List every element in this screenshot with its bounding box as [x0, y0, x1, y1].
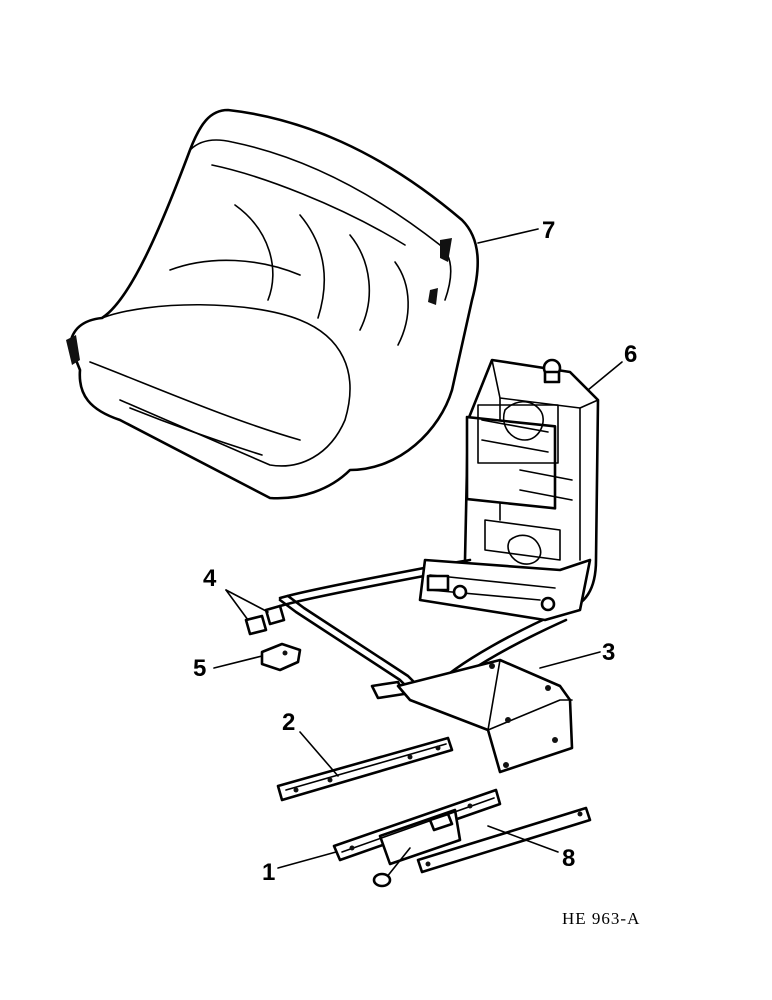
slide-rail-lever-drawing	[332, 788, 502, 888]
callout-8: 8	[562, 845, 575, 872]
callout-2: 2	[282, 709, 295, 736]
clips-drawing	[244, 604, 286, 636]
seat-suspension-drawing	[463, 358, 600, 612]
callout-6: 6	[624, 341, 637, 368]
callout-1: 1	[262, 859, 275, 886]
mounting-bracket-drawing	[396, 658, 574, 774]
callout-7: 7	[542, 217, 555, 244]
callout-4: 4	[203, 565, 217, 592]
strap-drawing	[416, 806, 592, 874]
lever-bracket-drawing	[260, 642, 302, 672]
reference-code: HE 963-A	[562, 909, 640, 928]
callout-5: 5	[193, 655, 206, 682]
seat-cushion-drawing	[66, 108, 479, 500]
leader-lines	[213, 228, 623, 869]
callout-3: 3	[602, 639, 615, 666]
slide-rail-drawing	[276, 736, 454, 802]
